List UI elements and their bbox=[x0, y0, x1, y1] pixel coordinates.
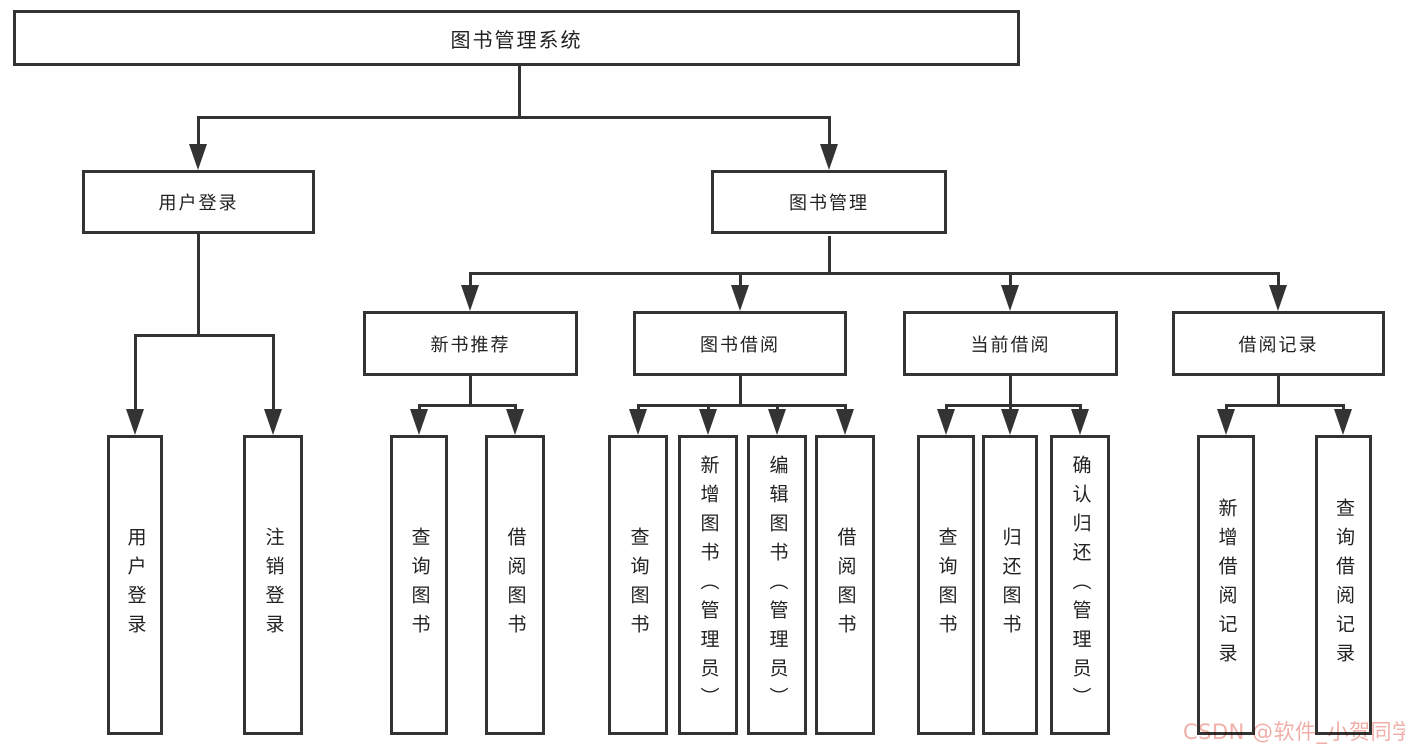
node-book-management: 图书管理 bbox=[711, 170, 947, 234]
node-system-root: 图书管理系统 bbox=[13, 10, 1020, 66]
connector-line bbox=[706, 405, 710, 411]
connector-line bbox=[1341, 405, 1345, 411]
connector-hline bbox=[636, 403, 847, 407]
connector-drop bbox=[461, 273, 479, 311]
connector-drop bbox=[506, 405, 524, 435]
connector-line bbox=[827, 117, 831, 146]
leaf-add-borrow-record: 新增借阅记录 bbox=[1197, 435, 1255, 735]
arrow-down-icon bbox=[506, 409, 524, 435]
connector-line bbox=[271, 335, 275, 411]
connector-stem bbox=[517, 65, 521, 118]
connector-hline bbox=[196, 115, 831, 119]
arrow-down-icon bbox=[937, 409, 955, 435]
leaf-confirm-return-admin: 确认归还（管理员） bbox=[1050, 435, 1110, 735]
leaf-user-login: 用户登录 bbox=[107, 435, 163, 735]
leaf-edit-book-admin: 编辑图书（管理员） bbox=[747, 435, 807, 735]
connector-line bbox=[1224, 405, 1228, 411]
connector-line bbox=[636, 405, 640, 411]
arrow-down-icon bbox=[189, 144, 207, 170]
arrow-down-icon bbox=[126, 409, 144, 435]
connector-line bbox=[1008, 405, 1012, 411]
connector-drop bbox=[189, 117, 207, 170]
leaf-borrow-books-borrow: 借阅图书 bbox=[815, 435, 875, 735]
connector-drop bbox=[699, 405, 717, 435]
leaf-query-books-borrow: 查询图书 bbox=[608, 435, 668, 735]
connector-stem bbox=[196, 234, 200, 336]
arrow-down-icon bbox=[699, 409, 717, 435]
leaf-return-books: 归还图书 bbox=[982, 435, 1038, 735]
connector-stem bbox=[1008, 376, 1012, 406]
connector-line bbox=[1078, 405, 1082, 411]
connector-line bbox=[1008, 273, 1012, 287]
arrow-down-icon bbox=[731, 285, 749, 311]
connector-drop bbox=[1071, 405, 1089, 435]
leaf-add-book-admin: 新增图书（管理员） bbox=[678, 435, 738, 735]
connector-stem bbox=[738, 376, 742, 406]
leaf-query-books-current: 查询图书 bbox=[917, 435, 975, 735]
arrow-down-icon bbox=[410, 409, 428, 435]
connector-hline bbox=[133, 333, 275, 337]
arrow-down-icon bbox=[836, 409, 854, 435]
arrow-down-icon bbox=[461, 285, 479, 311]
leaf-query-books-recommend: 查询图书 bbox=[390, 435, 448, 735]
connector-line bbox=[417, 405, 421, 411]
connector-drop bbox=[820, 117, 838, 170]
arrow-down-icon bbox=[1269, 285, 1287, 311]
connector-line bbox=[196, 117, 200, 146]
connector-drop bbox=[126, 335, 144, 435]
connector-drop bbox=[1217, 405, 1235, 435]
watermark: CSDN @软件_小贺同学 bbox=[1183, 720, 1405, 744]
connector-drop bbox=[768, 405, 786, 435]
node-book-borrow: 图书借阅 bbox=[633, 311, 847, 376]
arrow-down-icon bbox=[1071, 409, 1089, 435]
arrow-down-icon bbox=[1334, 409, 1352, 435]
node-user-login: 用户登录 bbox=[82, 170, 315, 234]
connector-drop bbox=[1001, 273, 1019, 311]
connector-line bbox=[133, 335, 137, 411]
arrow-down-icon bbox=[1001, 409, 1019, 435]
connector-stem bbox=[1276, 376, 1280, 406]
connector-hline bbox=[417, 403, 517, 407]
connector-line bbox=[1276, 273, 1280, 287]
connector-hline bbox=[944, 403, 1082, 407]
node-new-book-recommend: 新书推荐 bbox=[363, 311, 578, 376]
connector-drop bbox=[1269, 273, 1287, 311]
arrow-down-icon bbox=[820, 144, 838, 170]
leaf-borrow-books-recommend: 借阅图书 bbox=[485, 435, 545, 735]
connector-line bbox=[738, 273, 742, 287]
arrow-down-icon bbox=[1001, 285, 1019, 311]
arrow-down-icon bbox=[768, 409, 786, 435]
node-current-borrow: 当前借阅 bbox=[903, 311, 1118, 376]
connector-line bbox=[944, 405, 948, 411]
connector-hline bbox=[1224, 403, 1345, 407]
connector-hline bbox=[468, 271, 1280, 275]
leaf-logout-login: 注销登录 bbox=[243, 435, 303, 735]
connector-line bbox=[843, 405, 847, 411]
arrow-down-icon bbox=[1217, 409, 1235, 435]
connector-drop bbox=[731, 273, 749, 311]
connector-stem bbox=[468, 376, 472, 406]
connector-drop bbox=[1001, 405, 1019, 435]
connector-drop bbox=[1334, 405, 1352, 435]
arrow-down-icon bbox=[629, 409, 647, 435]
connector-drop bbox=[937, 405, 955, 435]
connector-line bbox=[468, 273, 472, 287]
connector-drop bbox=[629, 405, 647, 435]
connector-stem bbox=[827, 236, 831, 274]
leaf-query-borrow-record: 查询借阅记录 bbox=[1315, 435, 1372, 735]
connector-drop bbox=[836, 405, 854, 435]
connector-line bbox=[775, 405, 779, 411]
connector-drop bbox=[264, 335, 282, 435]
connector-drop bbox=[410, 405, 428, 435]
arrow-down-icon bbox=[264, 409, 282, 435]
connector-line bbox=[513, 405, 517, 411]
node-borrow-records: 借阅记录 bbox=[1172, 311, 1385, 376]
